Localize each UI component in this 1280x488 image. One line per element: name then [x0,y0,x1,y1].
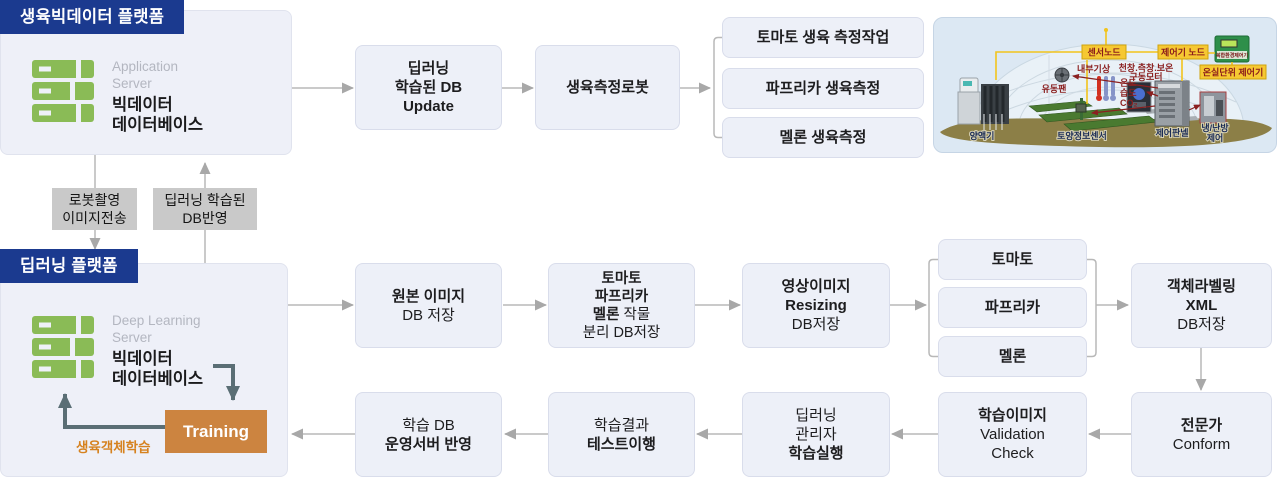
inner-weather-label: 내부기상 [1077,63,1111,74]
server-stack-icon [32,60,94,122]
control-panel-label: 제어판넬 [1155,127,1188,138]
co2-label: CO₂ [1120,98,1138,108]
circulation-fan-icon [1054,67,1070,83]
sensor-connector-lines [995,28,1233,104]
svg-text:제어기 노드: 제어기 노드 [1161,47,1206,58]
control-cabinet [1154,80,1190,127]
flow-node-deploy-db: 학습 DB 운영서버 반영 [355,392,502,477]
flow-node-object-labeling: 객체라벨링 XML DB저장 [1131,263,1272,348]
server-name: 빅데이터 데이터베이스 [112,96,204,134]
growth-object-learning-label: 생육객체학습 [76,440,151,455]
flow-node-train-exec: 딥러닝 관리자 학습실행 [742,392,890,477]
greenhouse-drawing: 복합환경제어기 [940,28,1272,148]
sensor-node-label: 센서노드 [1081,44,1127,60]
server-stack-icon [32,316,94,378]
training-node: Training [165,410,267,453]
flow-node-test-run: 학습결과 테스트이행 [548,392,695,477]
flow-node-db-update: 딥러닝 학습된 DB Update [355,45,502,130]
temp-label: 온도 [1120,78,1137,88]
svg-text:센서노드: 센서노드 [1087,47,1121,58]
deep-learning-platform-title: 딥러닝 플랫폼 [0,249,138,283]
flow-node-growth-robot: 생육측정로봇 [535,45,680,130]
task-melon-measure: 멜론 생육측정 [722,117,924,158]
humidity-label: 습도 [1120,87,1137,98]
trained-db-apply-label: 딥러닝 학습된 DB반영 [153,188,257,230]
nutrient-machine [957,77,1009,130]
soil-sensor-figure [1075,98,1087,120]
device-label: 복합환경제어기 [1216,52,1249,59]
flow-node-crop-separate: 토마토 파프리카 멜론 작물 분리 DB저장 [548,263,695,348]
svg-text:온실단위 제어기: 온실단위 제어기 [1203,67,1263,78]
flow-node-original-image: 원본 이미지 DB 저장 [355,263,502,348]
flow-node-validation-check: 학습이미지 Validation Check [938,392,1087,477]
server-role: Application Server [112,59,179,91]
hvac-label-line1: 냉/난방 [1201,122,1229,133]
hvac-label-line2: 제어 [1207,132,1224,143]
controller-node-label: 제어기 노드 [1157,44,1209,60]
bigdata-server-text: Application Server 빅데이터 데이터베이스 [112,58,203,135]
crop-node-melon: 멜론 [938,336,1087,377]
motor-label-line1: 천창.측창.보온 [1119,62,1174,73]
unit-controller-label: 온실단위 제어기 [1199,64,1267,80]
unit-controller-device: 복합환경제어기 [1214,35,1250,63]
greenhouse-illustration: 복합환경제어기 [933,17,1277,153]
server-name: 빅데이터 데이터베이스 [112,350,204,388]
bigdata-platform-title: 생육빅데이터 플랫폼 [0,0,185,34]
fan-label: 유동팬 [1042,83,1067,94]
flow-node-resizing: 영상이미지 Resizing DB저장 [742,263,890,348]
server-role: Deep Learning Server [112,313,201,345]
motor-label-line2: 구동모터 [1129,71,1162,82]
soil-sensor-label: 토양정보센서 [1057,130,1107,141]
crop-node-tomato: 토마토 [938,239,1087,280]
robot-image-transfer-label: 로봇촬영 이미지전송 [52,188,137,230]
hvac-photo [1199,91,1227,124]
control-arrows [1072,73,1201,116]
crop-node-paprika: 파프리카 [938,287,1087,328]
task-paprika-measure: 파프리카 생육측정 [722,68,924,109]
nutrient-label: 양액기 [970,130,995,141]
flow-node-expert-conform: 전문가 Conform [1131,392,1272,477]
task-tomato-measure: 토마토 생육 측정작업 [722,17,924,58]
deep-server-text: Deep Learning Server 빅데이터 데이터베이스 [112,312,203,389]
